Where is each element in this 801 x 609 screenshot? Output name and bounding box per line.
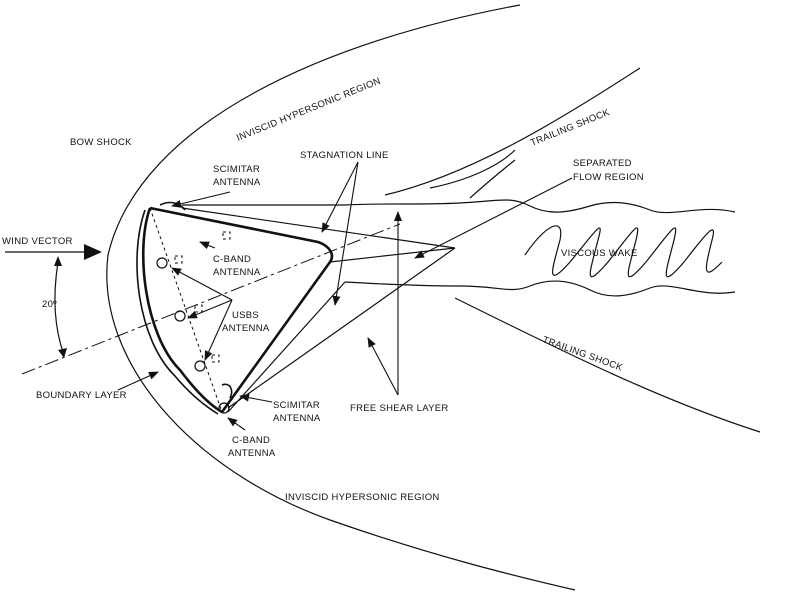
viscous-wake-coil [524, 225, 723, 278]
label-trailing-shock-bottom: TRAILING SHOCK [541, 334, 624, 373]
leader-scimitar-bottom [239, 393, 273, 403]
label-cband-top-2: ANTENNA [213, 267, 261, 278]
label-scimitar-top-1: SCIMITAR [213, 164, 260, 175]
angle-arc-tip-top [54, 256, 62, 266]
cband-antenna-marker-top [222, 231, 231, 240]
label-viscous-wake: VISCOUS WAKE [561, 248, 638, 259]
antenna-marker-dashed-1 [174, 255, 183, 264]
scimitar-antenna-bottom-shape [221, 383, 233, 399]
label-bow-shock: BOW SHOCK [70, 137, 132, 148]
label-cband-bottom-2: ANTENNA [228, 448, 276, 459]
leader-cband-bottom [227, 417, 246, 431]
label-trailing-shock-top: TRAILING SHOCK [529, 107, 612, 149]
label-usbs-1: USBS [232, 310, 259, 321]
label-cband-top-1: C-BAND [213, 254, 251, 265]
vehicle-diameter-dash [149, 207, 223, 413]
trailing-shock-top-line [384, 67, 641, 196]
label-inviscid-top: INVISCID HYPERSONIC REGION [235, 76, 382, 144]
shear-layer-lines [181, 204, 456, 413]
separated-region-top [429, 149, 516, 199]
label-scimitar-bottom-1: SCIMITAR [273, 400, 320, 411]
label-usbs-2: ANTENNA [222, 323, 270, 334]
bow-shock-curve [106, 4, 576, 591]
label-inviscid-bottom: INVISCID HYPERSONIC REGION [285, 492, 440, 503]
label-wind-vector: WIND VECTOR [2, 236, 73, 247]
label-stagnation-line: STAGNATION LINE [300, 150, 389, 161]
usbs-antenna-marker-3 [194, 360, 206, 372]
angle-arc-tip-bottom [58, 348, 67, 358]
leader-usbs-3 [204, 299, 233, 361]
usbs-antenna-marker-1 [156, 257, 168, 269]
leader-separated [414, 177, 573, 259]
usbs-antenna-marker-2 [174, 310, 186, 322]
label-separated-1: SEPARATED [573, 158, 632, 169]
leader-free-shear-2 [367, 337, 399, 396]
label-scimitar-bottom-2: ANTENNA [273, 413, 321, 424]
cband-antenna-marker-bottom [218, 402, 230, 414]
leader-scimitar-top [171, 191, 231, 208]
wake-upper-boundary [344, 199, 736, 214]
label-boundary-layer: BOUNDARY LAYER [36, 390, 127, 401]
label-cband-bottom-1: C-BAND [232, 435, 270, 446]
antenna-marker-dashed-2 [194, 304, 203, 313]
wind-vector-arrowhead [84, 244, 102, 260]
leader-cband-top [199, 241, 216, 250]
label-angle: 20º [42, 299, 57, 310]
label-scimitar-top-2: ANTENNA [213, 177, 261, 188]
leader-stagnation-2 [332, 161, 359, 306]
label-free-shear-layer: FREE SHEAR LAYER [350, 403, 449, 414]
wake-lower-boundary [344, 280, 736, 297]
leader-stagnation-1 [321, 161, 359, 233]
vehicle-heatshield [141, 207, 223, 414]
antenna-marker-dashed-3 [211, 354, 220, 363]
angle-arc [54, 261, 65, 356]
vehicle-axis [21, 223, 401, 375]
leader-boundary-layer [117, 371, 159, 391]
vehicle-boundary-layer [136, 209, 219, 415]
trailing-shock-bottom-line [454, 297, 761, 433]
label-separated-2: FLOW REGION [573, 172, 644, 183]
leader-usbs-1 [171, 267, 233, 301]
leader-usbs-2 [187, 299, 233, 319]
